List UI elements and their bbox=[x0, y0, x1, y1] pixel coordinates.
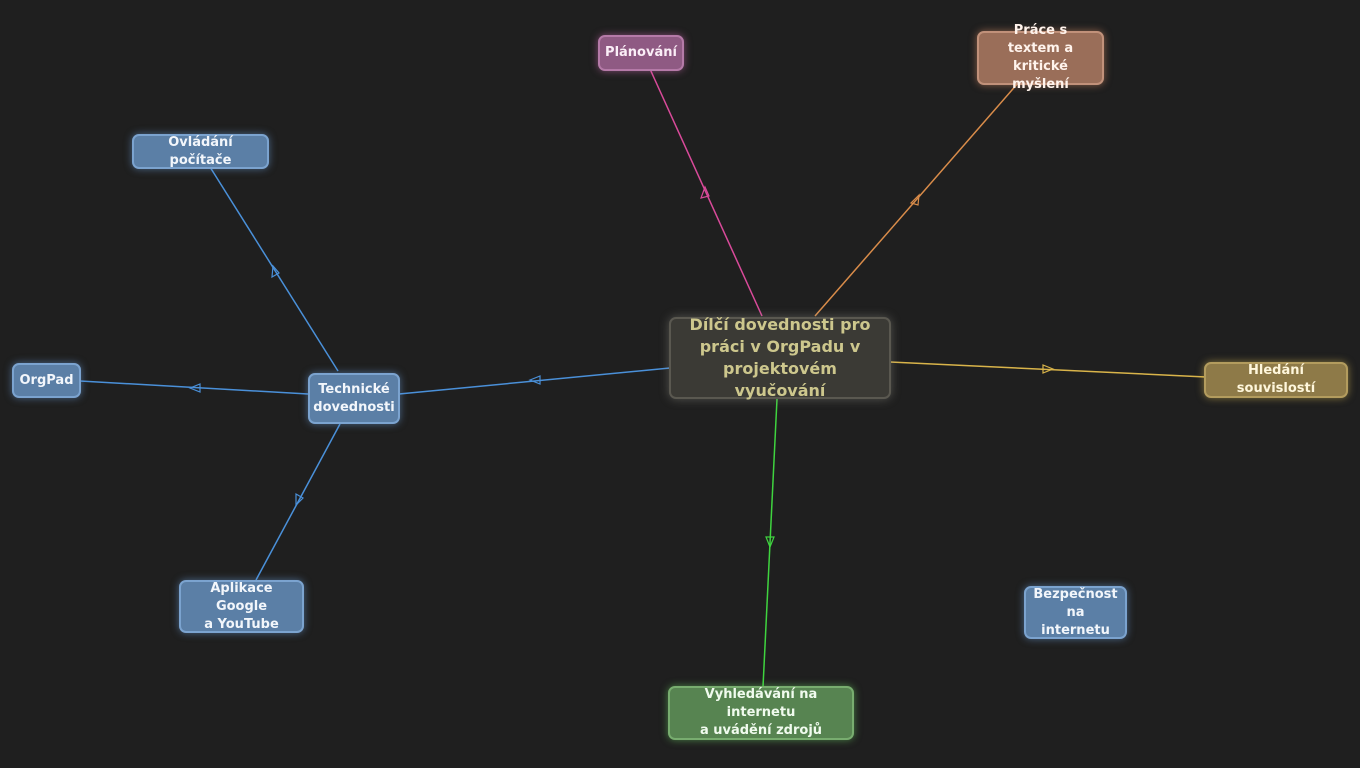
arrow-center-planovani bbox=[700, 185, 710, 199]
node-aplikace-google[interactable]: Aplikace Google a YouTube bbox=[179, 580, 304, 633]
arrow-center-vyhledavani bbox=[765, 536, 775, 549]
arrow-technicke-aplikace-google bbox=[295, 492, 304, 507]
arrow-center-technicke-dovednosti bbox=[528, 375, 541, 385]
node-prace-s-textem[interactable]: Práce s textem a kritické myšlení bbox=[977, 23, 1104, 92]
arrow-center-hledani-souvislosti bbox=[1042, 364, 1055, 374]
edge-technicke-aplikace-google[interactable] bbox=[255, 423, 341, 581]
node-center-topic[interactable]: Dílčí dovednosti pro práci v OrgPadu v p… bbox=[669, 315, 891, 400]
edge-technicke-orgpad[interactable] bbox=[79, 380, 309, 395]
node-planovani[interactable]: Plánování bbox=[598, 35, 684, 71]
node-technicke-dovednosti[interactable]: Technické dovednosti bbox=[308, 373, 400, 424]
node-hledani-souvislosti[interactable]: Hledání souvislostí bbox=[1204, 362, 1348, 398]
node-ovladani-pocitace[interactable]: Ovládání počítače bbox=[132, 134, 269, 169]
node-bezpecnost-na-internetu[interactable]: Bezpečnost na internetu bbox=[1024, 586, 1127, 639]
arrow-center-prace-s-textem bbox=[909, 193, 920, 206]
edge-center-prace-s-textem[interactable] bbox=[814, 81, 1020, 317]
arrow-technicke-orgpad bbox=[188, 383, 201, 393]
edge-center-vyhledavani[interactable] bbox=[762, 398, 778, 688]
arrow-technicke-ovladani-pocitace bbox=[271, 264, 280, 279]
edge-center-technicke-dovednosti[interactable] bbox=[398, 367, 671, 395]
node-vyhledavani-na-internetu[interactable]: Vyhledávání na internetu a uvádění zdroj… bbox=[668, 686, 854, 740]
node-orgpad[interactable]: OrgPad bbox=[12, 363, 81, 398]
edge-center-planovani[interactable] bbox=[649, 68, 763, 317]
edge-center-hledani-souvislosti[interactable] bbox=[889, 361, 1207, 378]
edge-technicke-ovladani-pocitace[interactable] bbox=[209, 166, 339, 372]
